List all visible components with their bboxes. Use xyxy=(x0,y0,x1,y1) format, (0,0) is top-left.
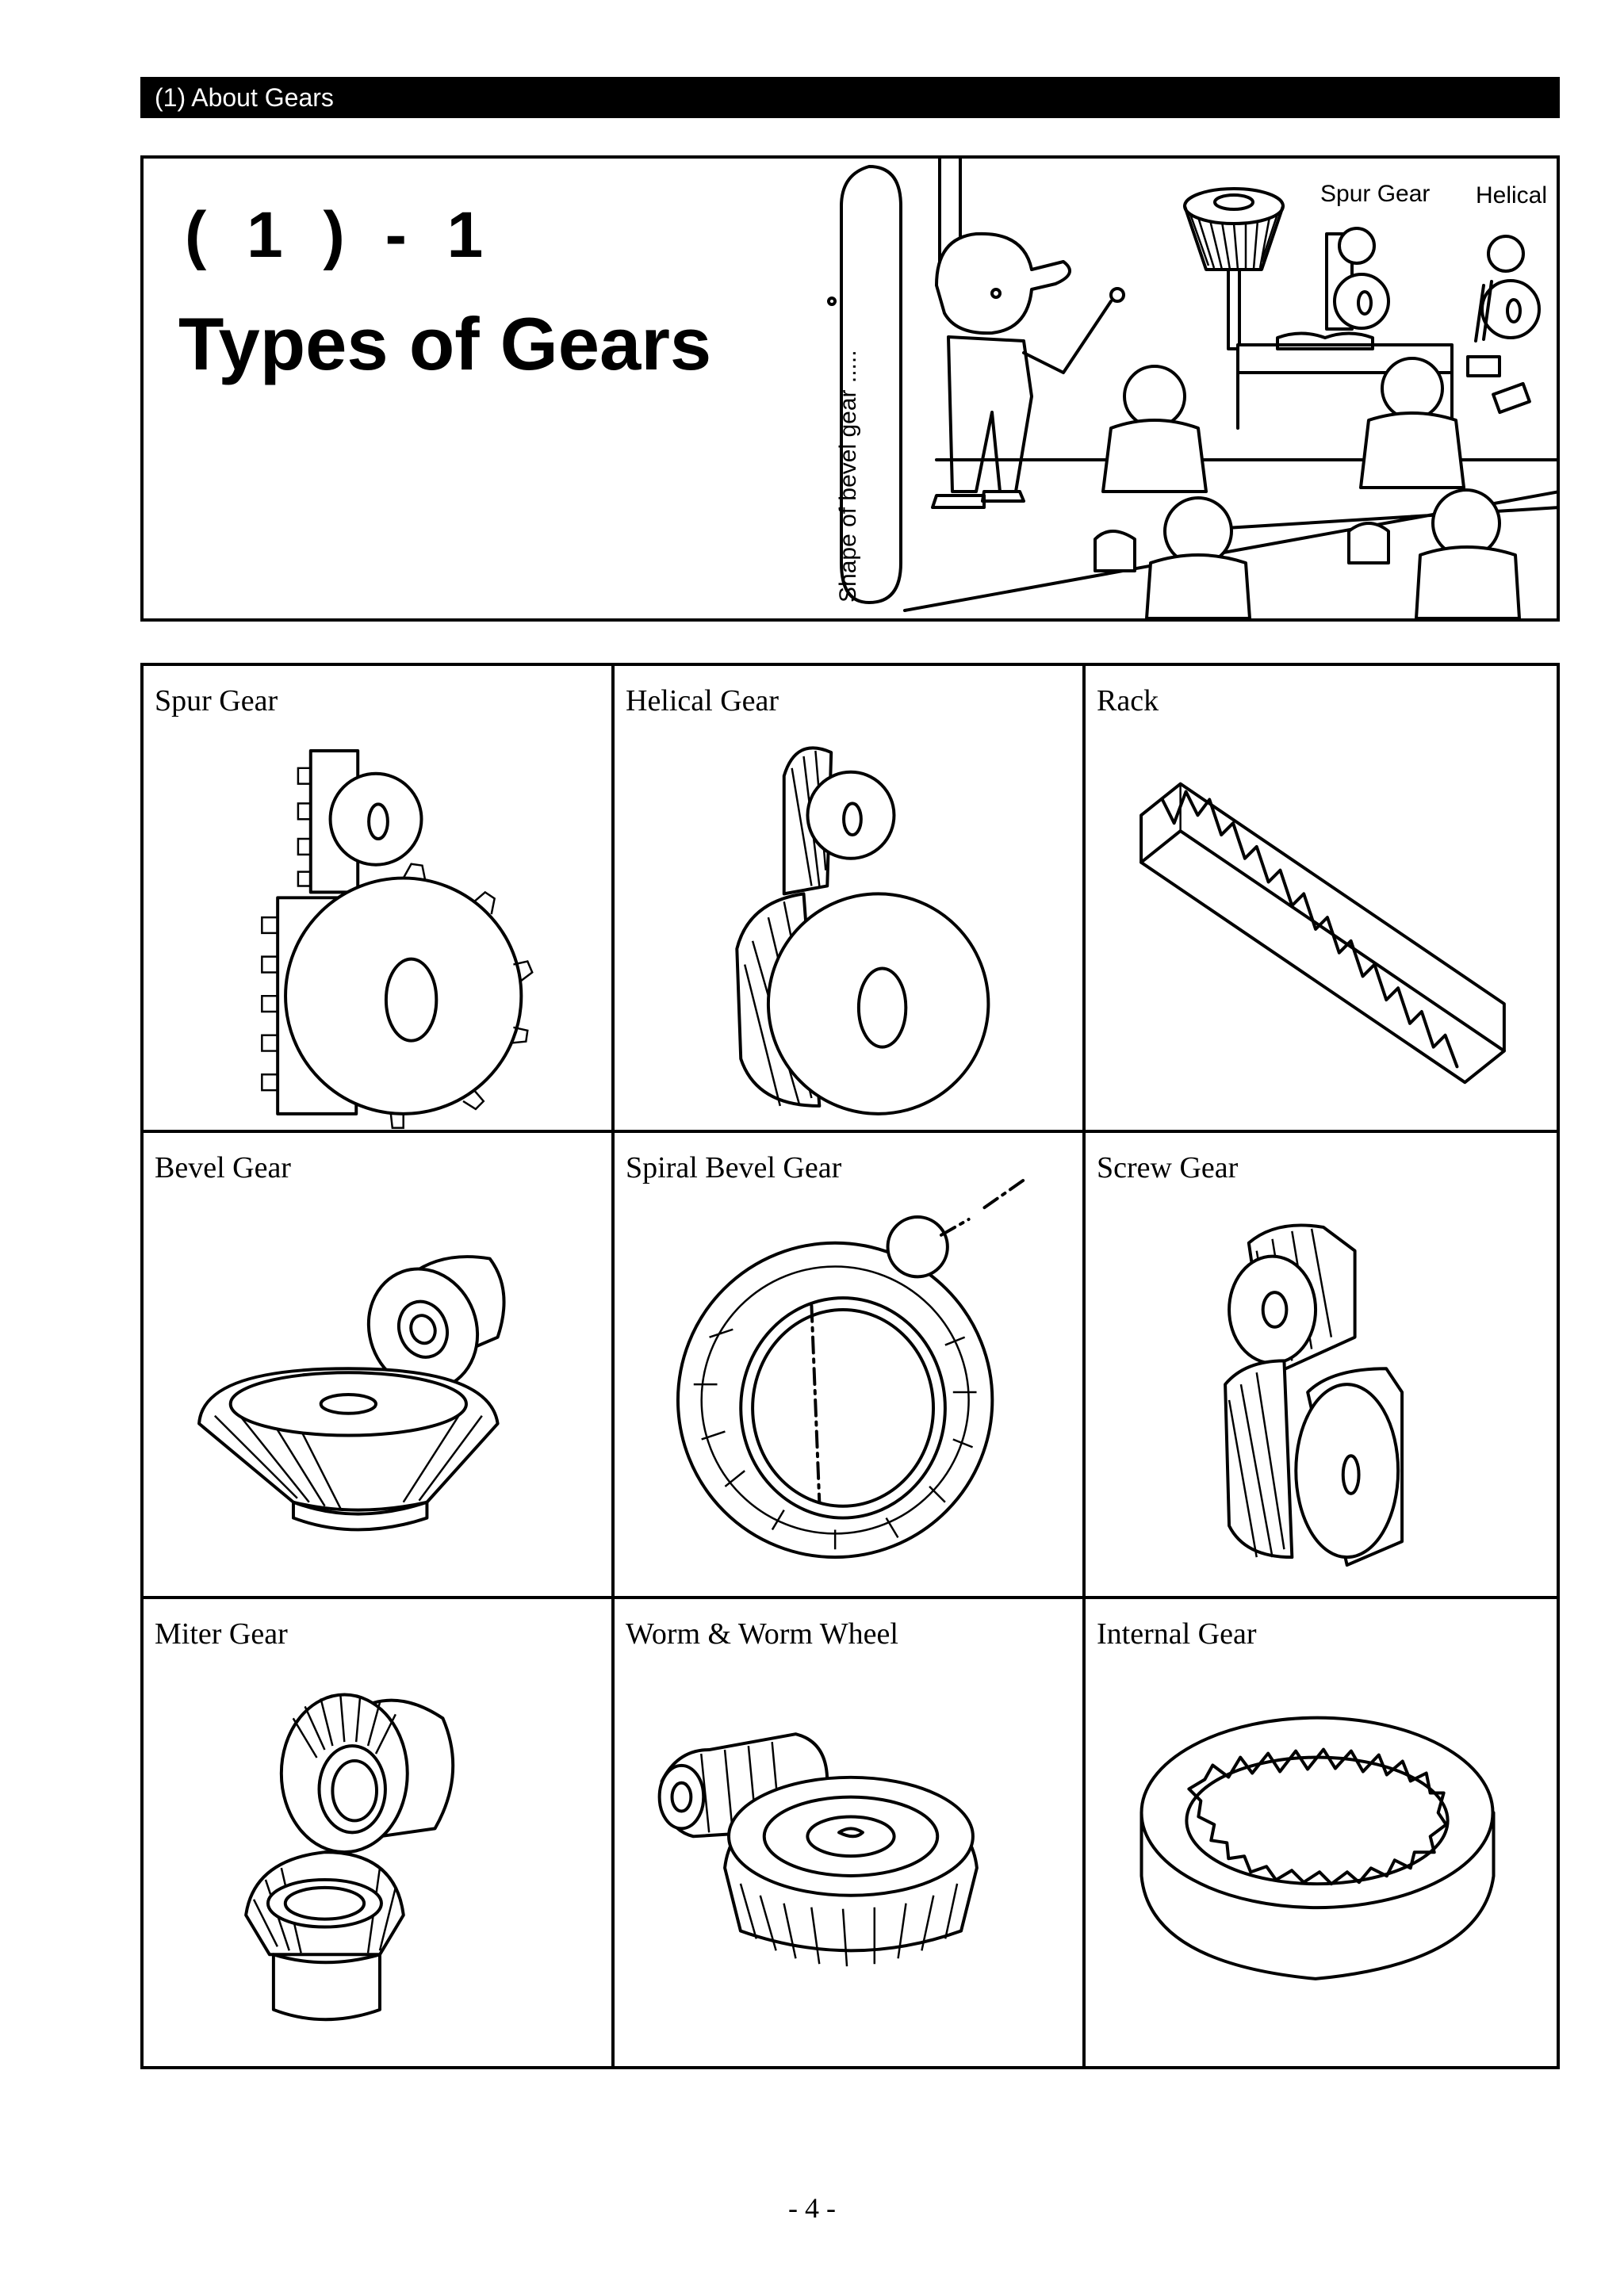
speech-bubble-text: Shape of bevel gear ..... xyxy=(835,350,861,603)
gear-label: Screw Gear xyxy=(1097,1150,1239,1184)
intro-panel: ( 1 ) - 1 Types of Gears xyxy=(140,155,1560,622)
gear-cell-spur: Spur Gear xyxy=(144,666,615,1133)
gear-label: Spiral Bevel Gear xyxy=(626,1150,842,1184)
internal-gear-icon xyxy=(1139,1716,1496,1981)
gear-label: Spur Gear xyxy=(155,684,278,718)
gear-types-grid: Spur Gear Helical Gear xyxy=(140,663,1560,2069)
classroom-illustration xyxy=(827,159,1560,618)
gear-cell-helical: Helical Gear xyxy=(615,666,1086,1133)
spiral-bevel-gear-icon xyxy=(676,1178,1025,1559)
miter-gear-icon xyxy=(244,1693,455,2022)
helical-gear-icon xyxy=(735,746,990,1115)
gear-cell-rack: Rack xyxy=(1086,666,1557,1133)
gear-cell-spiral-bevel: Spiral Bevel Gear xyxy=(615,1132,1086,1600)
gear-cell-internal: Internal Gear xyxy=(1086,1599,1557,2066)
gear-cell-bevel: Bevel Gear xyxy=(144,1132,615,1600)
gear-label: Helical Gear xyxy=(626,684,779,718)
section-number: ( 1 ) - 1 xyxy=(185,199,495,271)
board-label-spur: Spur Gear xyxy=(1320,181,1431,207)
gear-label: Miter Gear xyxy=(155,1617,288,1651)
gear-label: Internal Gear xyxy=(1097,1617,1257,1651)
bevel-gear-model-icon xyxy=(1183,187,1285,350)
gear-cell-worm: Worm & Worm Wheel xyxy=(615,1599,1086,2066)
page-number: - 4 - xyxy=(788,2192,836,2224)
board-label-helical: Helical xyxy=(1476,182,1548,209)
helical-gear-model-icon xyxy=(1474,235,1541,342)
section-header: (1) About Gears xyxy=(140,77,1560,118)
gear-cell-miter: Miter Gear xyxy=(144,1599,615,2066)
rack-icon xyxy=(1139,782,1506,1085)
speech-bubble-icon xyxy=(840,165,902,604)
page-title: Types of Gears xyxy=(178,302,712,385)
gear-label: Rack xyxy=(1097,684,1159,718)
teacher-character-icon xyxy=(931,232,1125,509)
spur-gear-icon xyxy=(261,749,534,1129)
worm-wheel-icon xyxy=(657,1732,979,1967)
gear-label: Bevel Gear xyxy=(155,1150,291,1184)
bevel-gear-icon xyxy=(197,1254,506,1532)
students-icon xyxy=(1094,357,1521,618)
gear-label: Worm & Worm Wheel xyxy=(626,1617,898,1651)
screw-gear-icon xyxy=(1224,1223,1404,1567)
spur-gear-model-icon xyxy=(1325,227,1390,331)
gear-cell-screw: Screw Gear xyxy=(1086,1133,1557,1600)
